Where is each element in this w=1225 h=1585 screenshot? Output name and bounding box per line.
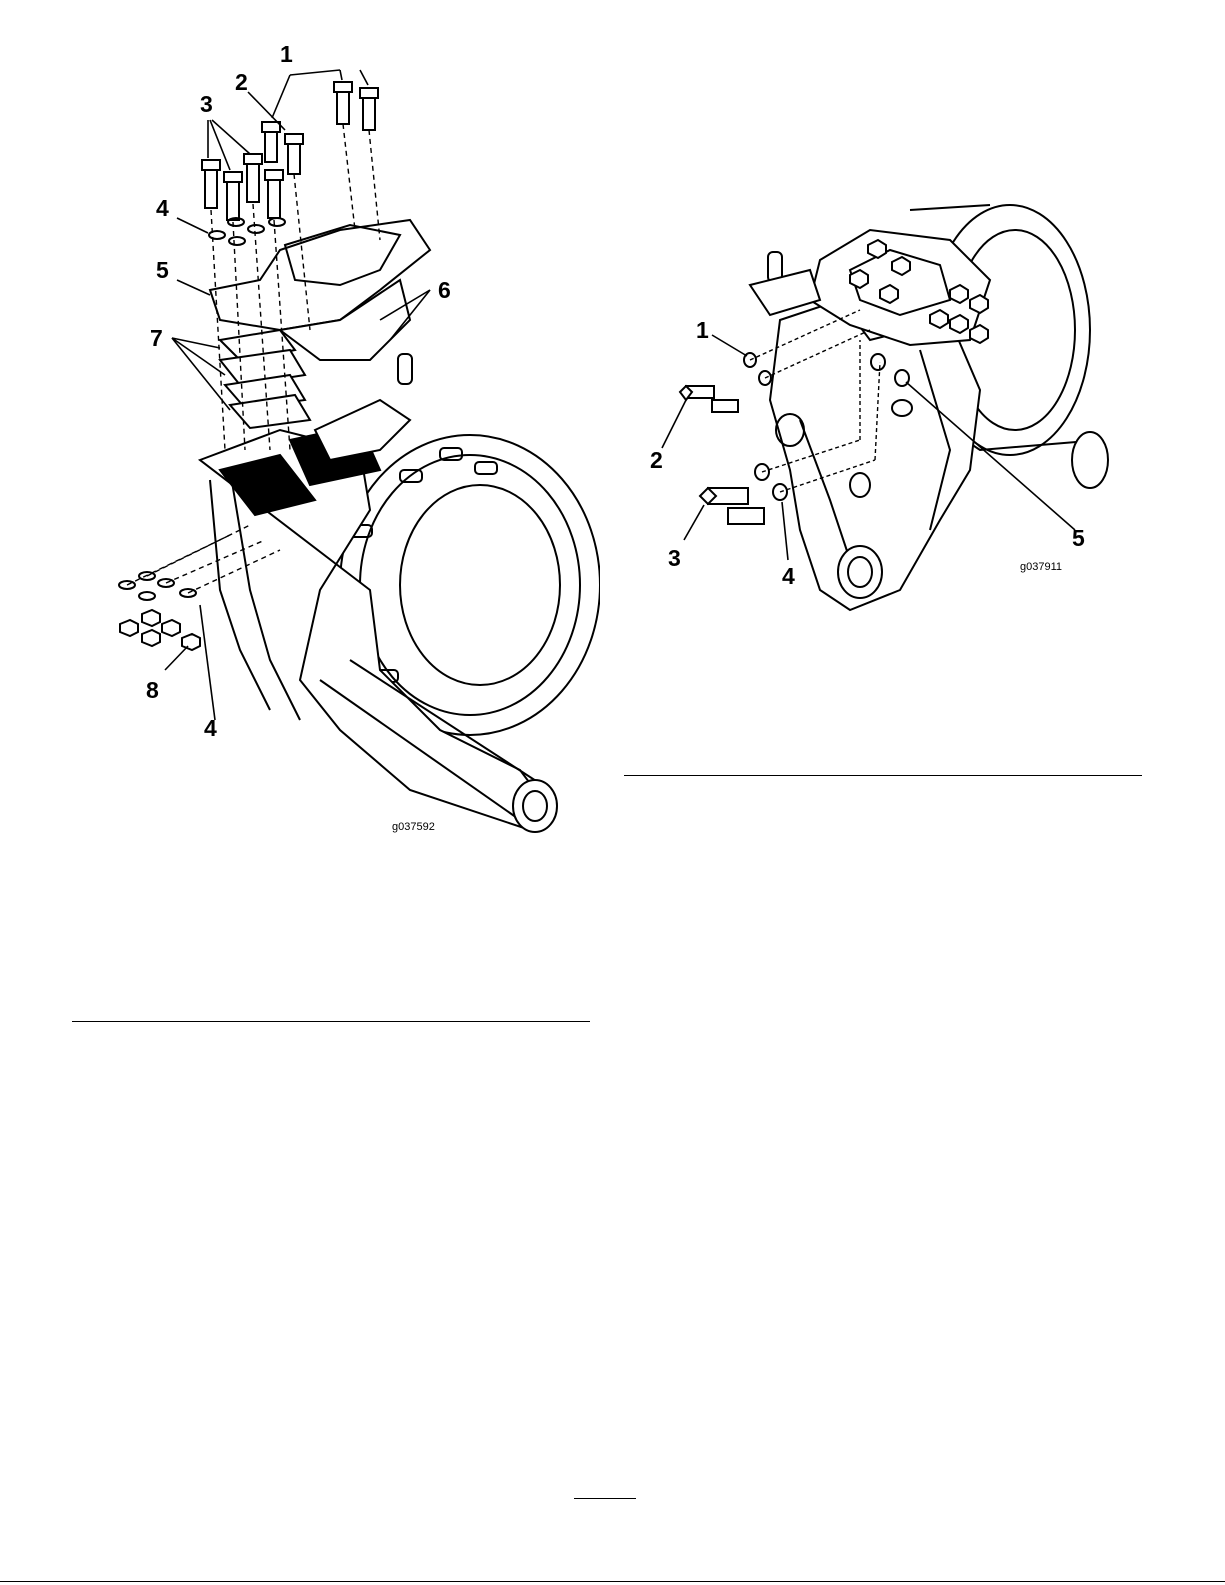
callout-6: 6 — [438, 277, 451, 303]
assembled-diagram-right: 1 2 3 4 5 g037911 — [650, 190, 1130, 620]
callout-3: 3 — [668, 545, 681, 571]
page-bottom-rule — [0, 1581, 1225, 1582]
callout-2: 2 — [235, 69, 248, 95]
caption-rule-right — [624, 775, 1142, 776]
figure-id: g037911 — [1020, 561, 1062, 573]
callout-4-lower: 4 — [204, 715, 217, 741]
callout-8: 8 — [146, 677, 159, 703]
callout-4: 4 — [156, 195, 169, 221]
figure-id: g037592 — [392, 821, 435, 833]
callout-3: 3 — [200, 91, 213, 117]
caption-rule-left — [72, 1021, 590, 1022]
callout-4: 4 — [782, 563, 795, 589]
callout-5: 5 — [1072, 525, 1085, 551]
callout-1: 1 — [696, 317, 709, 343]
callout-2: 2 — [650, 447, 663, 473]
page-number-rule — [574, 1498, 636, 1499]
callout-7: 7 — [150, 325, 163, 351]
wheel-motor-exploded-illustration: 1 2 3 4 5 6 7 8 4 g037592 — [80, 30, 600, 850]
wheel-motor-assembly-illustration: 1 2 3 4 5 g037911 — [650, 190, 1130, 620]
callout-5: 5 — [156, 257, 169, 283]
callout-1: 1 — [280, 41, 293, 67]
exploded-diagram-left: 1 2 3 4 5 6 7 8 4 g037592 — [80, 30, 600, 850]
